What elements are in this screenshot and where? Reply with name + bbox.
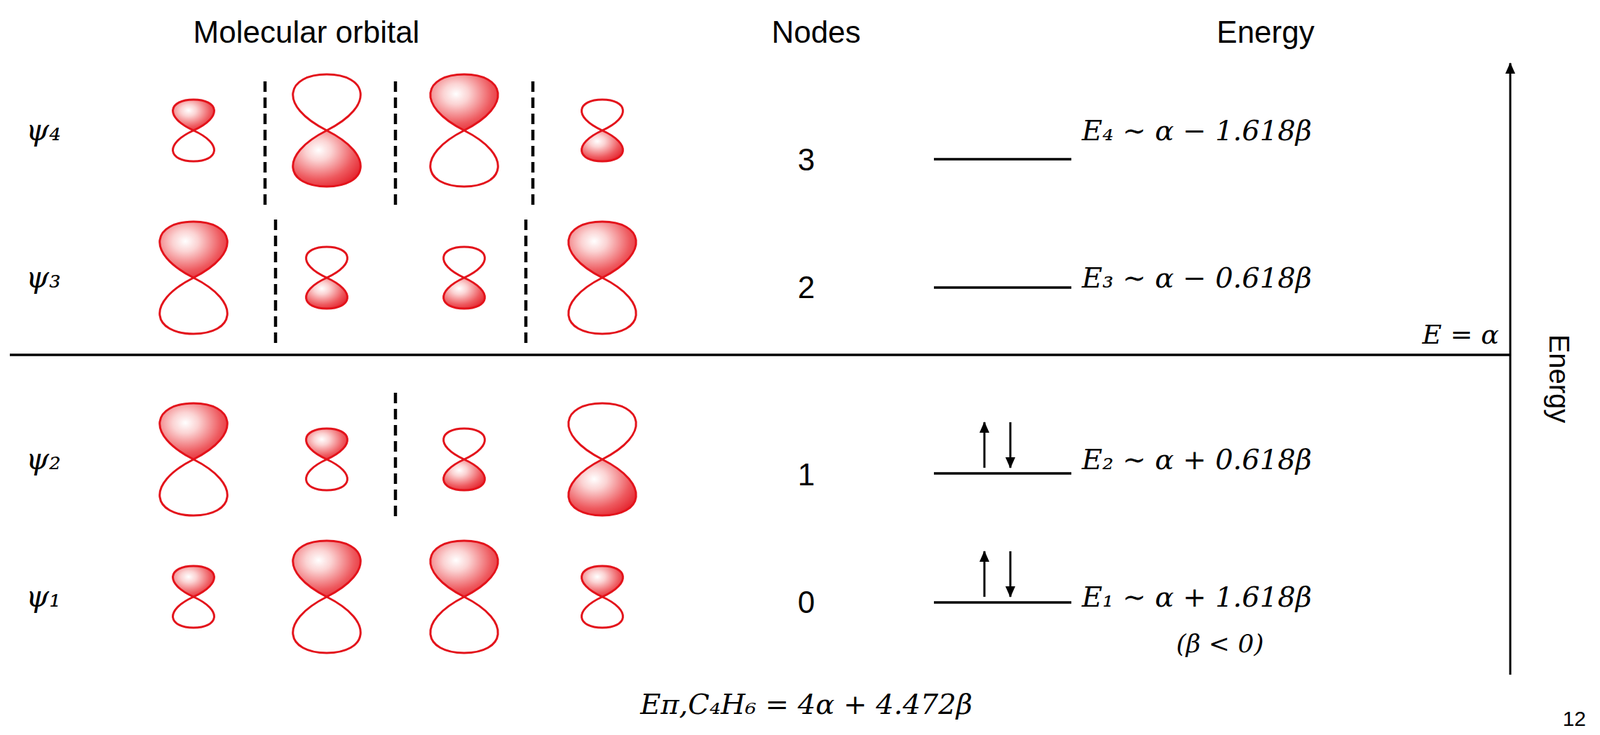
node-plane: [263, 81, 268, 209]
energy-axis: [1509, 63, 1512, 675]
spin-up-arrow: [983, 422, 986, 468]
orbital-lobe: [293, 130, 361, 187]
node-count-holder: 2: [797, 269, 815, 306]
energy-level: [933, 286, 1072, 289]
orbital-lobe: [568, 459, 636, 516]
orbital-lobe: [581, 130, 624, 162]
spin-down-arrow: [1009, 422, 1012, 468]
orbital-lobe: [430, 74, 498, 131]
orbital-lobe: [173, 596, 215, 628]
orbital-lobe: [443, 459, 486, 491]
orbital-lobe: [443, 428, 486, 460]
orbital-lobes: [159, 74, 636, 653]
column-header-holder: Molecular orbital: [193, 14, 420, 51]
energy-level: [933, 600, 1072, 604]
node-plane: [394, 81, 398, 209]
energy-label-holder: E₂ ∼ α + 0.618β: [1081, 443, 1312, 476]
node-planes: [265, 81, 533, 521]
page-number: 12: [1562, 706, 1586, 730]
energy-level: [933, 157, 1072, 161]
node-plane: [524, 219, 528, 348]
orbital-lobe: [581, 596, 624, 628]
orbital-lobe: [159, 459, 228, 516]
node-count: 2: [797, 269, 815, 305]
orbital-lobe: [173, 565, 215, 597]
orbital-label: ψ₂: [25, 441, 61, 477]
spin-down-arrow: [1009, 551, 1012, 597]
reference-line: [9, 353, 1511, 357]
energy-levels: [933, 159, 1072, 603]
node-count: 0: [797, 584, 815, 620]
column-header: Energy: [1216, 14, 1314, 50]
node-count-holder: 0: [797, 584, 815, 621]
reference-label-holder: E = α: [1422, 319, 1500, 351]
orbital-lobe: [173, 130, 215, 162]
orbital-lobe: [568, 221, 636, 278]
orbital-lobe: [430, 540, 498, 597]
total-energy-holder: Eπ,C₄H₆ = 4α + 4.472β: [640, 687, 973, 721]
orbital-label: ψ₁: [25, 579, 61, 614]
page-number-holder: 12: [1562, 706, 1586, 732]
condition-note-holder: (β < 0): [1176, 628, 1265, 658]
orbital-label-holder: ψ₁: [25, 579, 61, 614]
orbital-lobe: [443, 277, 486, 309]
energy-label: E₁ ∼ α + 1.618β: [1081, 580, 1312, 613]
orbital-lobe: [581, 565, 624, 597]
orbital-lobe: [568, 277, 636, 334]
orbital-lobe: [306, 277, 348, 309]
orbital-lobe: [581, 99, 624, 131]
spin-up-arrow: [983, 551, 986, 597]
energy-level: [933, 471, 1072, 475]
orbital-lobe: [173, 99, 215, 131]
reference-label: E = α: [1422, 319, 1500, 350]
axis-label-holder: Energy: [1543, 334, 1576, 424]
energy-label: E₃ ∼ α − 0.618β: [1081, 261, 1312, 294]
orbital-lobe: [293, 74, 361, 131]
orbital-lobe: [306, 428, 348, 460]
energy-label-holder: E₃ ∼ α − 0.618β: [1081, 261, 1312, 294]
orbital-lobe: [306, 246, 348, 278]
orbital-lobe: [568, 403, 636, 460]
node-count-holder: 1: [797, 457, 815, 493]
orbital-lobe: [430, 596, 498, 653]
condition-note: (β < 0): [1176, 628, 1265, 658]
orbital-lobe: [443, 246, 486, 278]
electron-arrows: [984, 422, 1011, 597]
node-plane: [274, 219, 278, 348]
column-header-holder: Nodes: [771, 14, 861, 51]
orbital-lobe: [293, 596, 361, 653]
orbital-lobe: [159, 221, 228, 278]
orbital-lobe: [293, 540, 361, 597]
energy-label: E₂ ∼ α + 0.618β: [1081, 443, 1312, 476]
orbital-lobe: [159, 277, 228, 334]
orbital-label: ψ₄: [25, 112, 61, 148]
node-plane: [394, 392, 398, 521]
orbital-label: ψ₃: [25, 260, 61, 295]
axis-label: Energy: [1543, 334, 1575, 424]
energy-label: E₄ ∼ α − 1.618β: [1081, 114, 1312, 147]
orbital-label-holder: ψ₃: [25, 260, 61, 295]
node-count: 3: [797, 142, 815, 177]
orbital-lobe: [430, 130, 498, 187]
column-header: Nodes: [771, 14, 861, 50]
orbital-label-holder: ψ₄: [25, 113, 61, 148]
orbital-lobe: [159, 403, 228, 460]
orbital-lobe: [306, 459, 348, 491]
column-header: Molecular orbital: [193, 14, 420, 50]
total-energy: Eπ,C₄H₆ = 4α + 4.472β: [640, 687, 973, 721]
energy-label-holder: E₁ ∼ α + 1.618β: [1081, 580, 1312, 613]
column-header-holder: Energy: [1216, 14, 1314, 51]
energy-label-holder: E₄ ∼ α − 1.618β: [1081, 114, 1312, 147]
node-plane: [531, 81, 535, 209]
node-count: 1: [797, 457, 815, 492]
node-count-holder: 3: [797, 142, 815, 179]
orbital-label-holder: ψ₂: [25, 442, 61, 477]
